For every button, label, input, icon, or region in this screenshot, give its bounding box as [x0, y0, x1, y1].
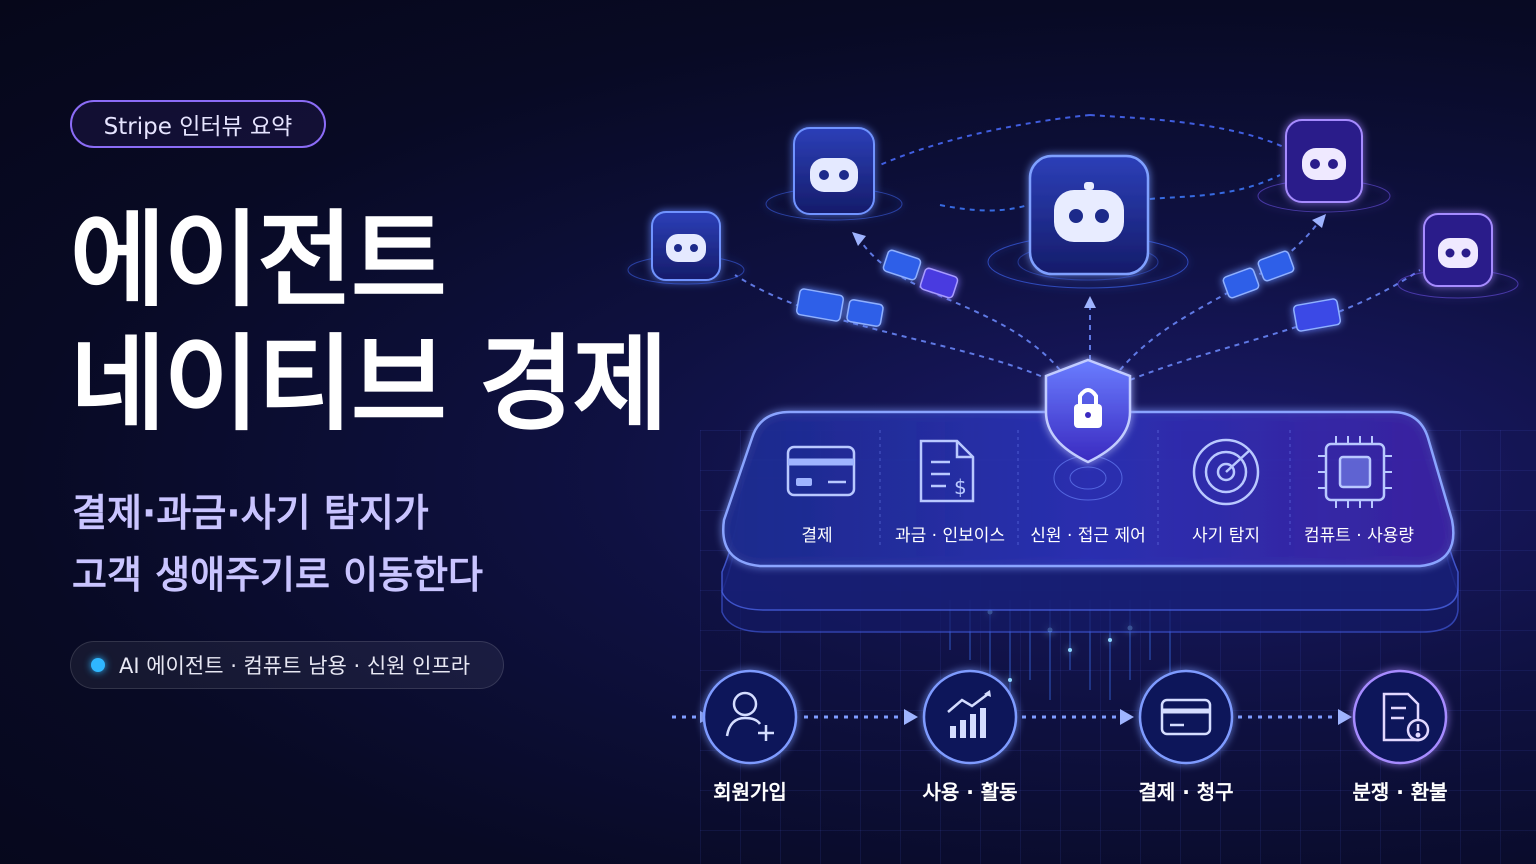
svg-text:$: $	[954, 475, 967, 499]
subtitle-line-2: 고객 생애주기로 이동한다	[72, 553, 484, 597]
radar-icon	[1192, 438, 1260, 506]
tags-text: AI 에이전트 · 컴퓨트 남용 · 신원 인프라	[119, 654, 471, 678]
credit-card-icon	[786, 445, 856, 497]
invoice-icon: $	[919, 439, 975, 503]
message-packets	[795, 249, 1342, 332]
bullet-dot-icon	[91, 658, 105, 672]
lifecycle-label-billing: 결제 · 청구	[1138, 780, 1234, 804]
subtitle-line-1: 결제·과금·사기 탐지가	[72, 491, 429, 535]
headline-line-2: 네이티브 경제	[70, 323, 668, 445]
lifecycle-label-usage: 사용 · 활동	[922, 780, 1018, 804]
user-add-icon	[725, 691, 774, 741]
robot-agent-icon	[1397, 213, 1519, 299]
growth-chart-icon	[947, 690, 991, 738]
tags-pill: AI 에이전트 · 컴퓨트 남용 · 신원 인프라	[70, 641, 504, 689]
module-label-identity: 신원 · 접근 제어	[1030, 526, 1146, 546]
robot-agent-icon	[627, 211, 745, 285]
headline: 에이전트 네이티브 경제	[70, 198, 668, 446]
credit-card-icon	[1160, 698, 1212, 736]
module-label-fraud: 사기 탐지	[1192, 526, 1260, 546]
robot-agent-icon	[765, 127, 903, 221]
module-label-billing: 과금 · 인보이스	[894, 526, 1006, 546]
module-label-compute: 컴퓨트 · 사용량	[1303, 526, 1415, 546]
lifecycle-label-signup: 회원가입	[713, 780, 787, 804]
platform-stack	[721, 410, 1459, 633]
headline-line-1: 에이전트	[70, 199, 447, 321]
shield-lock-icon	[1044, 358, 1132, 464]
arrow-heads	[852, 214, 1326, 308]
chip-icon	[1318, 436, 1392, 508]
robot-agent-icon	[1257, 119, 1391, 213]
robot-agent-icon-main	[987, 154, 1189, 289]
module-label-payments: 결제	[801, 526, 833, 546]
agent-connections	[734, 114, 1421, 381]
lifecycle-label-dispute: 분쟁 · 환불	[1352, 780, 1448, 804]
subtitle: 결제·과금·사기 탐지가 고객 생애주기로 이동한다	[72, 482, 483, 606]
source-badge: Stripe 인터뷰 요약	[70, 100, 326, 148]
dispute-document-icon	[1382, 692, 1430, 742]
